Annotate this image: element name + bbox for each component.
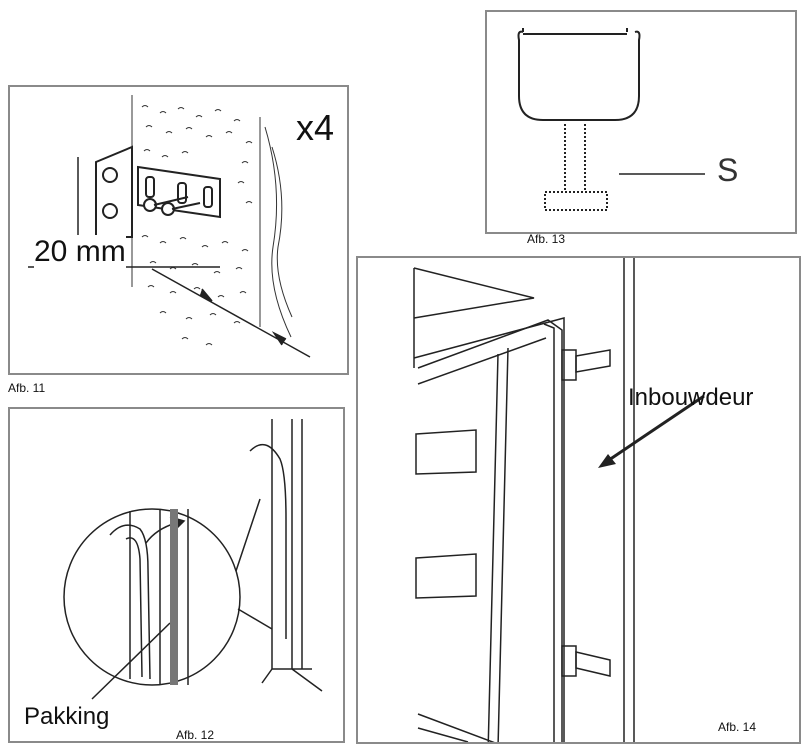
- figure-caption: Afb. 14: [718, 720, 757, 734]
- bracket-wall-illustration: [28, 95, 311, 358]
- built-in-door-illustration: [413, 258, 705, 742]
- door-label: Inbouwdeur: [628, 384, 754, 411]
- dimension-label: 20 mm: [34, 235, 126, 269]
- gasket-illustration: [63, 419, 323, 700]
- foot-label: S: [717, 152, 739, 188]
- leveling-foot-illustration: [517, 28, 705, 211]
- figure-caption: Afb. 11: [8, 381, 46, 395]
- figure-caption: Afb. 12: [176, 728, 215, 742]
- figure-afb13: S Afb. 13: [485, 10, 797, 246]
- figure-afb14: Inbouwdeur Afb. 14: [356, 256, 801, 744]
- gasket-label: Pakking: [24, 703, 110, 730]
- figure-afb11: x4 20 mm: [8, 85, 349, 375]
- figure-afb12: Pakking Afb. 12: [8, 407, 345, 743]
- figure-caption: Afb. 13: [527, 232, 566, 246]
- multiplier-label: x4: [296, 107, 335, 148]
